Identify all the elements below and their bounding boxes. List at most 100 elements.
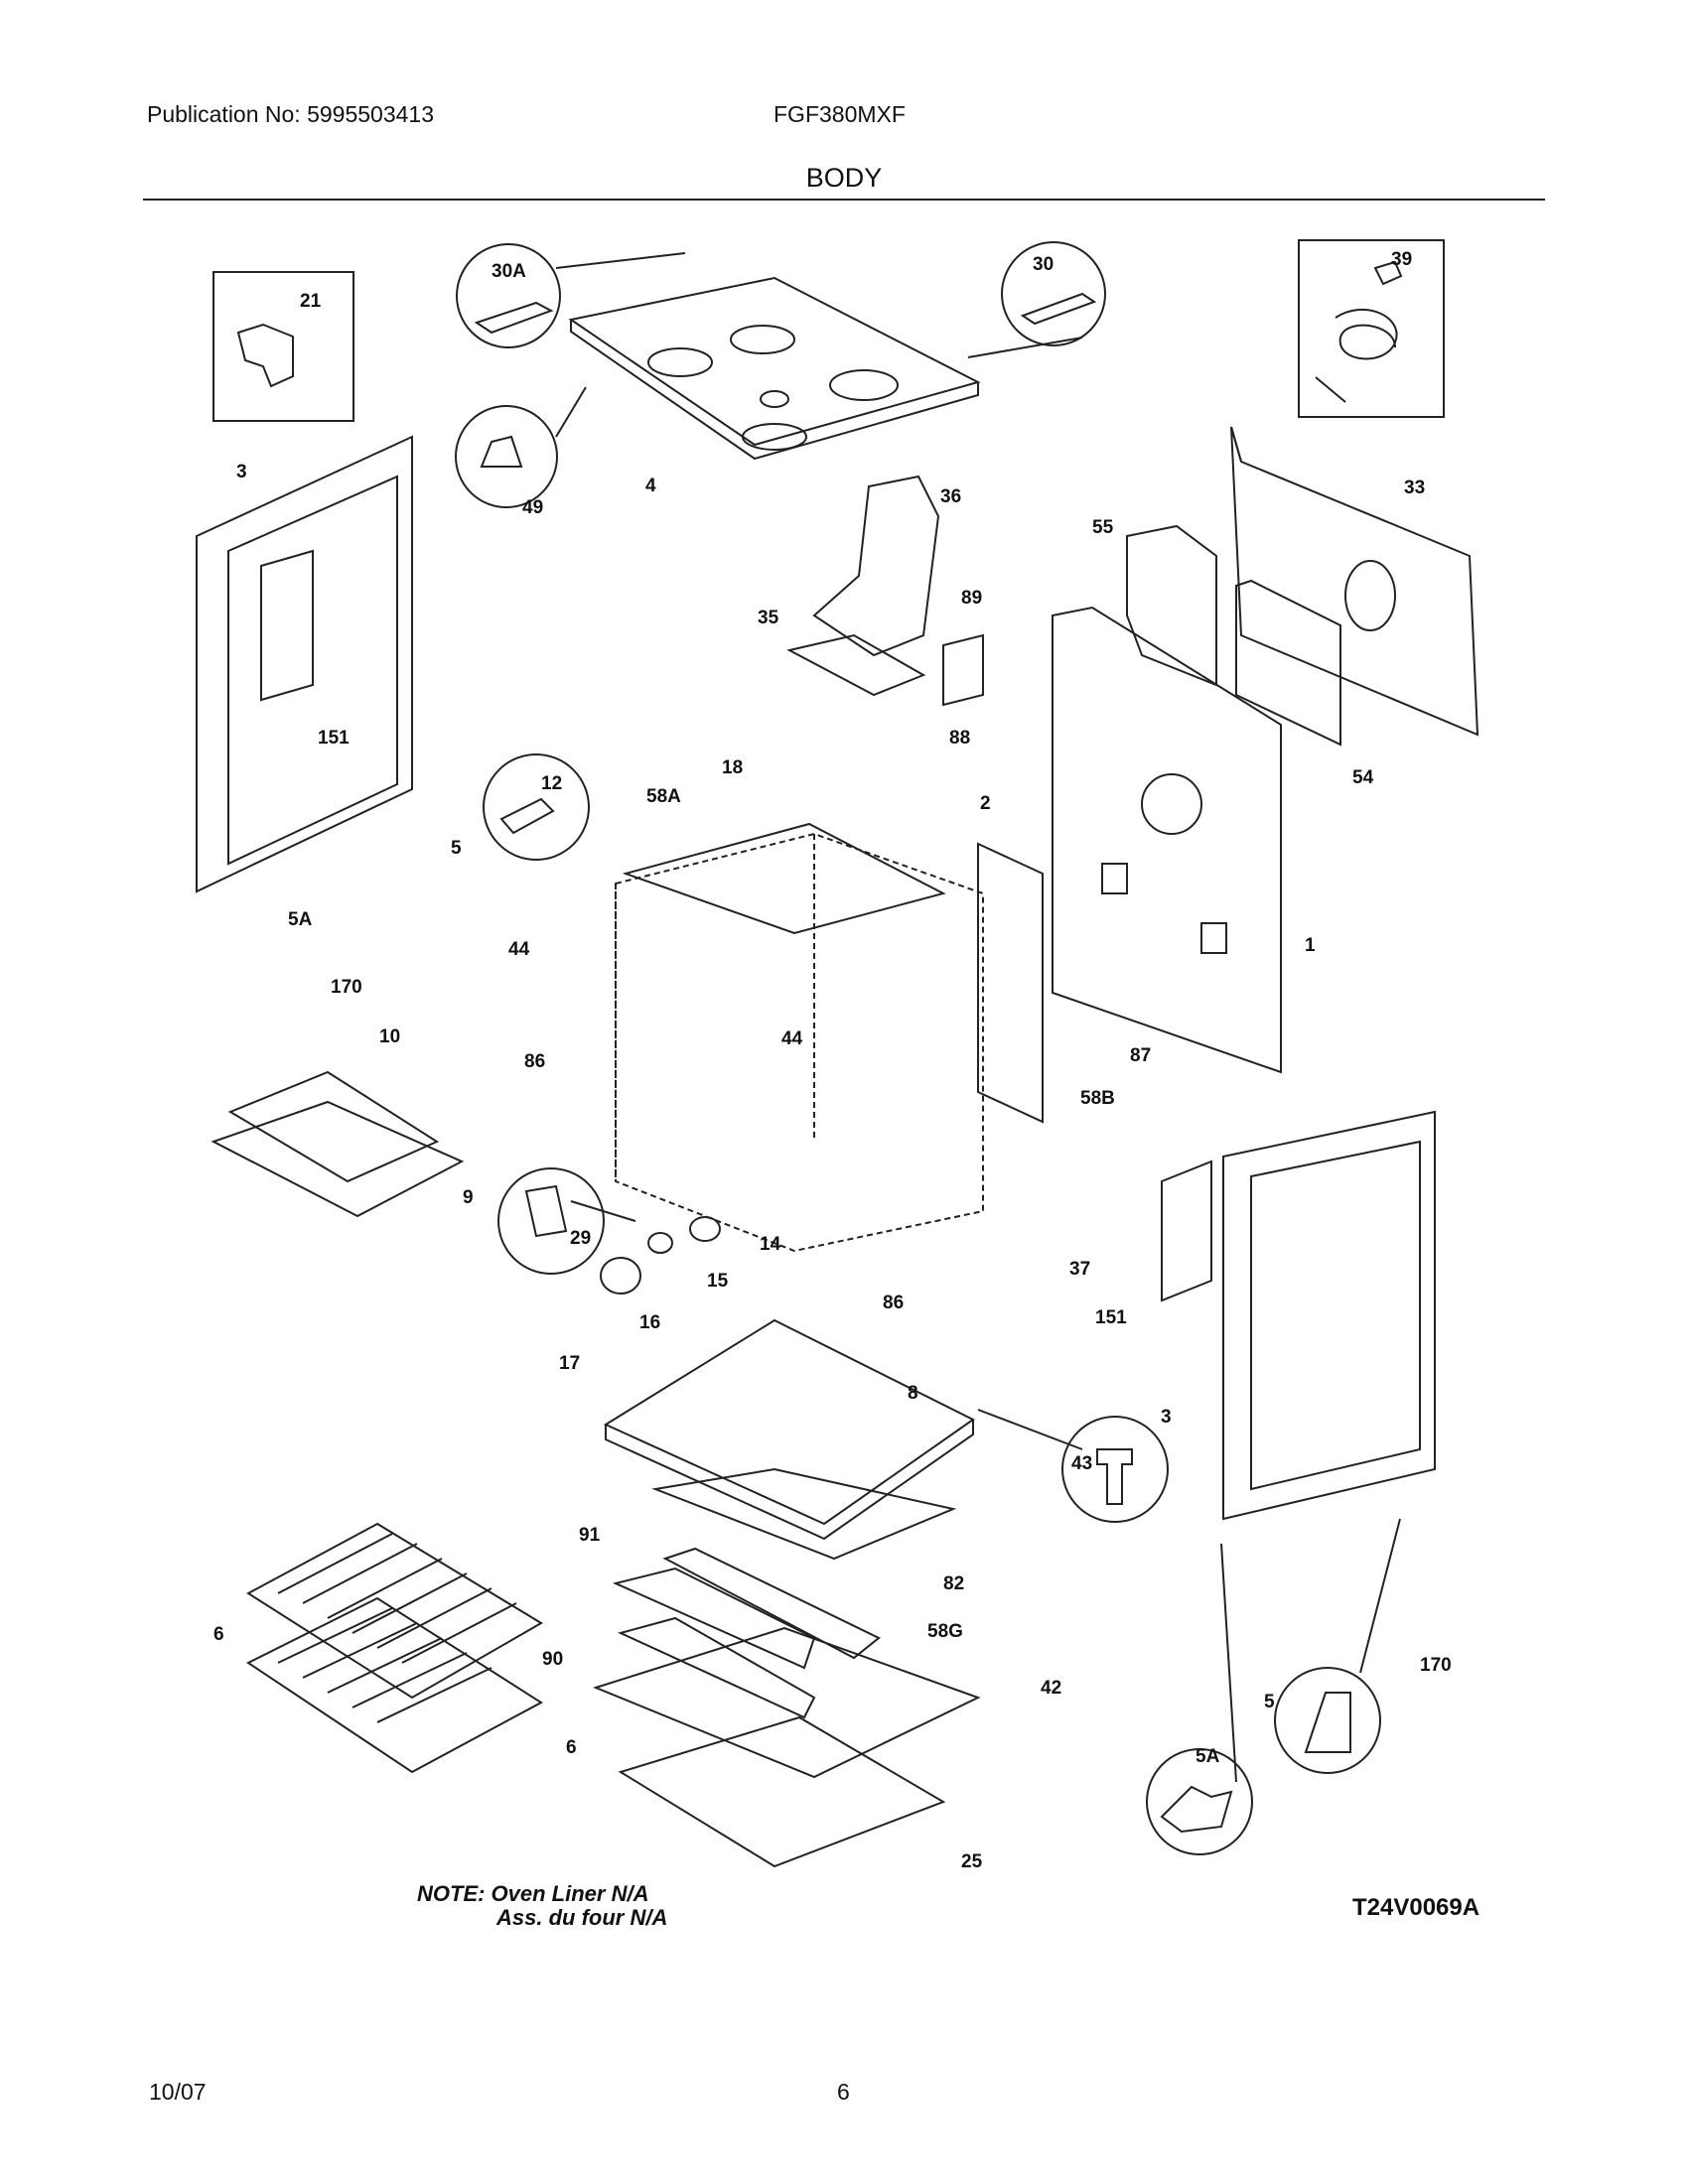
left-door-panel-3 [196,435,413,893]
plate-2 [622,822,946,935]
part-label-6: 6 [213,1624,224,1645]
part-label-18: 18 [722,757,743,778]
callout-circle-30A [456,243,561,348]
light-lens-16 [600,1257,641,1295]
part-label-2: 2 [980,793,991,814]
part-label-170: 170 [1420,1655,1452,1676]
part-label-16: 16 [639,1312,660,1333]
part-label-90: 90 [542,1649,563,1670]
part-label-42: 42 [1041,1678,1061,1699]
panel-25 [618,1715,946,1868]
part-label-30A: 30A [492,261,526,282]
part-label-91: 91 [579,1525,601,1546]
part-label-49: 49 [522,497,543,518]
back-panel-33 [1230,426,1479,737]
panel-58B [977,842,1044,1124]
plate-54 [1235,579,1341,747]
part-21-inset [212,271,354,422]
burner-58G [662,1547,881,1660]
oven-bottom-8 [603,1318,975,1541]
part-label-54: 54 [1352,767,1374,788]
oven-rack-6-top [246,1522,543,1700]
part-label-3: 3 [236,462,247,482]
part-label-9: 9 [463,1187,474,1208]
part-label-44: 44 [508,939,530,960]
light-bulb-15 [647,1232,673,1254]
part-label-25: 25 [961,1851,983,1872]
trim-91 [612,1567,816,1670]
footer-date: 10/07 [149,2079,207,2105]
note-line-2: Ass. du four N/A [496,1905,668,1930]
part-number-labels: 21 30A 30 39 3 4 49 36 33 55 35 89 88 15… [213,249,1452,1872]
part-label-5A: 5A [1196,1746,1220,1767]
part-label-44: 44 [781,1028,803,1049]
broiler-grid-10 [227,1070,440,1183]
bracket-151-right [1161,1160,1212,1302]
part-label-21: 21 [300,291,322,312]
part-label-14: 14 [760,1234,781,1255]
part-label-89: 89 [961,588,982,609]
part-label-88: 88 [949,728,970,749]
part-label-36: 36 [940,486,961,507]
part-label-58A: 58A [646,786,681,807]
duct-36 [812,475,940,657]
part-label-82: 82 [943,1573,964,1594]
part-label-33: 33 [1404,478,1425,498]
trim-90 [618,1616,816,1719]
part-label-10: 10 [379,1026,400,1047]
note-line-1: NOTE: Oven Liner N/A [417,1881,649,1906]
part-label-5A: 5A [288,909,313,930]
part-label-15: 15 [707,1271,729,1292]
drawer-tray-42 [593,1626,981,1779]
part-label-6: 6 [566,1737,577,1758]
part-label-4: 4 [645,476,656,496]
callout-circle-43 [1061,1416,1169,1523]
part-label-151: 151 [318,728,350,749]
plate-35 [786,633,926,697]
part-label-17: 17 [559,1353,580,1374]
oven-rack-6-bottom [246,1596,543,1774]
part-label-58G: 58G [927,1621,963,1642]
part-label-5: 5 [1264,1692,1275,1712]
diagram-code: T24V0069A [1352,1894,1480,1921]
part-label-3: 3 [1161,1407,1172,1428]
plate-55 [1126,524,1217,687]
part-label-1: 1 [1305,935,1316,956]
callout-circle-12 [483,753,590,861]
part-label-58B: 58B [1080,1088,1115,1109]
callout-circle-5A [1146,1748,1253,1855]
side-panel-1 [1052,606,1282,1074]
part-label-55: 55 [1092,517,1114,538]
page-number: 6 [837,2079,850,2105]
part-label-5: 5 [451,838,462,859]
part-label-39: 39 [1391,249,1412,270]
oven-body [615,832,984,1253]
part-label-8: 8 [908,1383,918,1404]
callout-circle-49 [455,405,558,508]
model-number: FGF380MXF [774,101,906,127]
socket-14 [689,1216,721,1242]
part-39-inset [1298,239,1445,418]
part-label-87: 87 [1130,1045,1151,1066]
part-label-86: 86 [524,1051,545,1072]
section-title: BODY [805,163,883,193]
part-label-29: 29 [570,1228,591,1249]
callout-circle-29 [497,1167,605,1275]
part-label-30: 30 [1033,254,1054,275]
part-label-151: 151 [1095,1307,1127,1328]
right-door-panel-3 [1222,1110,1436,1521]
broiler-pan-9 [211,1100,465,1218]
part-label-170: 170 [331,977,362,998]
oven-liner-note: NOTE: Oven Liner N/A Ass. du four N/A [417,1882,667,1930]
part-label-35: 35 [758,608,779,628]
callout-circle-30 [1001,241,1106,346]
header-rule [143,199,1545,201]
part-label-12: 12 [541,773,562,794]
publication-number: Publication No: 5995503413 [147,101,435,127]
cooktop-panel-4 [568,276,981,461]
part-label-37: 37 [1069,1259,1090,1280]
part-label-86: 86 [883,1293,904,1313]
part-label-43: 43 [1071,1453,1092,1474]
callout-circle-5 [1274,1667,1381,1774]
